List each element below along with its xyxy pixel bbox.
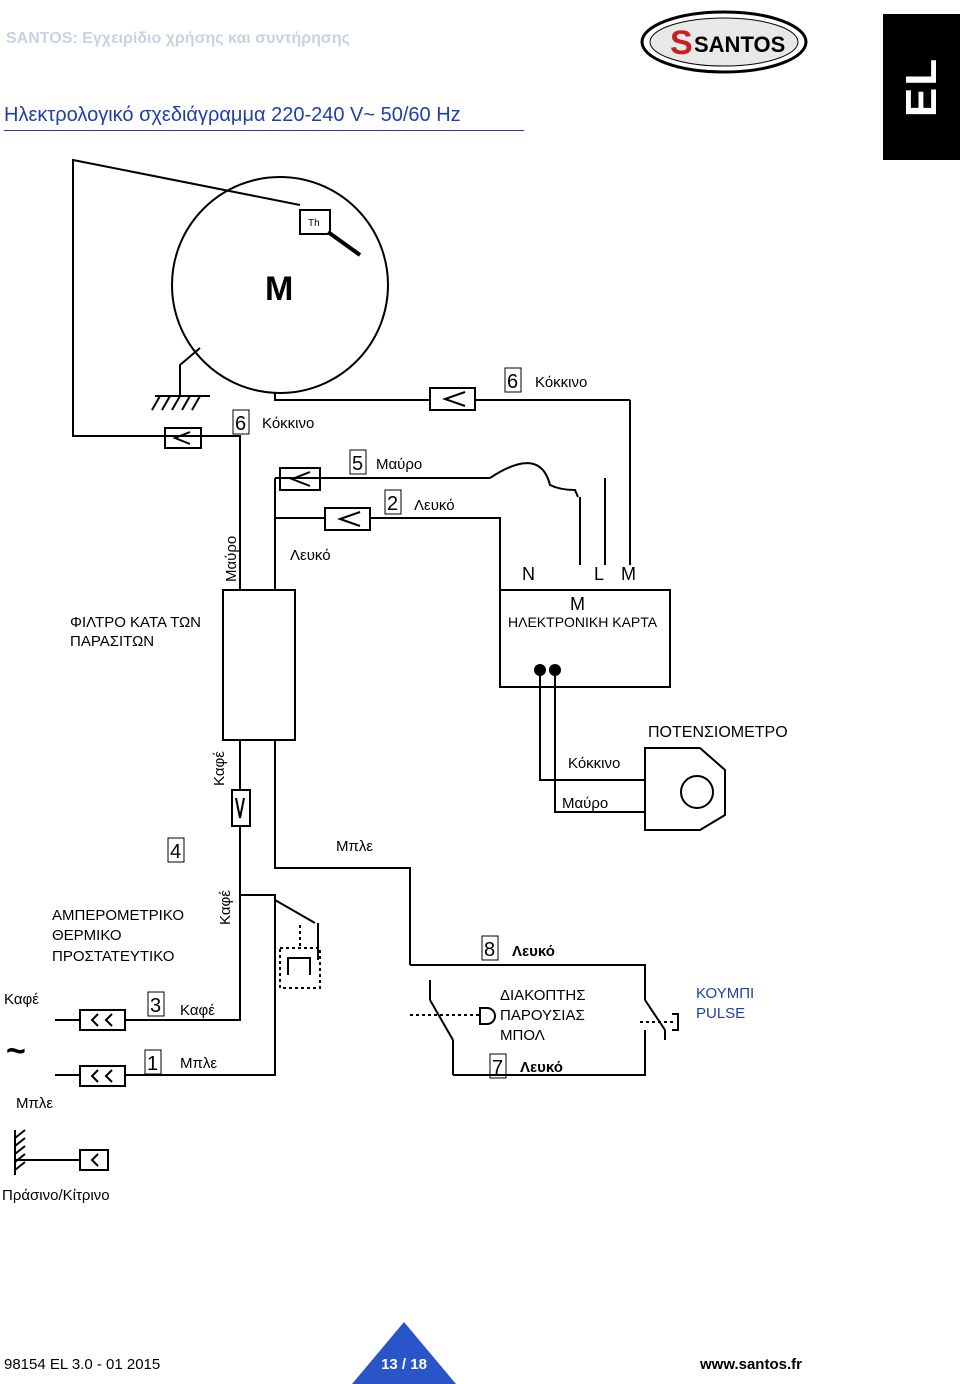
brown-1-label: Καφέ: [211, 751, 228, 786]
wire-4-num: 4: [170, 841, 181, 863]
santos-logo: S SANTOS: [640, 10, 808, 74]
pulse-label-1: ΚΟΥΜΠΙ: [696, 985, 754, 1002]
card-l: L: [594, 564, 604, 584]
presence-label-2: ΠΑΡΟΥΣΙΑΣ: [500, 1007, 585, 1024]
website-link[interactable]: www.santos.fr: [700, 1356, 802, 1373]
title-underline: [4, 130, 524, 131]
motor-label: M: [265, 270, 293, 308]
supply-brown: Καφέ: [4, 991, 39, 1008]
presence-label-3: ΜΠΟΛ: [500, 1027, 545, 1044]
connector-chevrons: [90, 391, 466, 1167]
page-number: 13 / 18: [381, 1356, 427, 1373]
wire-5-color: Μαύρο: [376, 456, 422, 473]
wire-1-num: 1: [147, 1053, 158, 1075]
wire-6a-color: Κόκκινο: [262, 415, 314, 432]
pulse-label-2: PULSE: [696, 1005, 745, 1022]
card-contacts: [534, 664, 561, 676]
wire-6b-color: Κόκκινο: [535, 374, 587, 391]
pot-red: Κόκκινο: [568, 755, 620, 772]
wire-2-num: 2: [387, 493, 398, 515]
card-m-top: M: [621, 564, 636, 584]
wire-7-color: Λευκό: [520, 1059, 563, 1076]
page-number-tab: [352, 1322, 456, 1384]
wire-6a-num: 6: [235, 413, 246, 435]
doc-header-title: SANTOS: Εγχειρίδιο χρήσης και συντήρησης: [6, 30, 350, 47]
wire-6b-num: 6: [507, 371, 518, 393]
electronic-card-box: [499, 589, 671, 688]
thermostat-label: Th: [308, 218, 320, 229]
filter-black-label: Μαύρο: [223, 536, 240, 582]
wire-3-num: 3: [150, 995, 161, 1017]
breaker-label-1: ΑΜΠΕΡΟΜΕΤΡΙΚΟ: [52, 907, 184, 924]
breaker-label-2: ΘΕΡΜΙΚΟ: [52, 927, 122, 944]
wire-8-color: Λευκό: [512, 943, 555, 960]
filter-label-2: ΠΑΡΑΣΙΤΩΝ: [70, 633, 154, 650]
card-label: ΗΛΕΚΤΡΟΝΙΚΗ ΚΑΡΤΑ: [508, 614, 658, 630]
wire-5-num: 5: [352, 453, 363, 475]
card-m: M: [570, 594, 585, 614]
supply-tilde: ~: [6, 1032, 26, 1070]
supply-blue: Μπλε: [16, 1095, 53, 1112]
wire-2-color: Λευκό: [414, 497, 455, 514]
svg-text:SANTOS: SANTOS: [694, 32, 785, 57]
filter-box: [222, 589, 296, 741]
card-n: N: [522, 564, 535, 584]
filter-label-1: ΦΙΛΤΡΟ ΚΑΤΑ ΤΩΝ: [70, 614, 201, 631]
earth-color: Πράσινο/Κίτρινο: [2, 1187, 110, 1204]
potentiometer-body: [644, 747, 726, 831]
brown-2-label: Καφέ: [217, 890, 234, 925]
presence-label-1: ΔΙΑΚΟΠΤΗΣ: [500, 987, 586, 1004]
blue-mid-label: Μπλε: [336, 838, 373, 855]
motor-circle: [171, 176, 389, 394]
wire-3-color: Καφέ: [180, 1002, 215, 1019]
breaker-label-3: ΠΡΟΣΤΑΤΕΥΤΙΚΟ: [52, 948, 174, 965]
filter-white-label: Λευκό: [290, 547, 331, 564]
doc-reference: 98154 EL 3.0 - 01 2015: [4, 1356, 161, 1373]
pot-label: ΠΟΤΕΝΣΙΟΜΕΤΡΟ: [648, 724, 788, 741]
wire-8-num: 8: [484, 939, 495, 961]
thermostat-box: [299, 209, 331, 235]
wire-1-color: Μπλε: [180, 1055, 217, 1072]
wire-7-num: 7: [492, 1057, 503, 1079]
pot-black: Μαύρο: [562, 795, 608, 812]
svg-text:S: S: [670, 24, 693, 62]
page-title: Ηλεκτρολογικό σχεδιάγραμμα 220-240 V~ 50…: [4, 104, 461, 126]
language-tab: EL: [883, 14, 960, 160]
